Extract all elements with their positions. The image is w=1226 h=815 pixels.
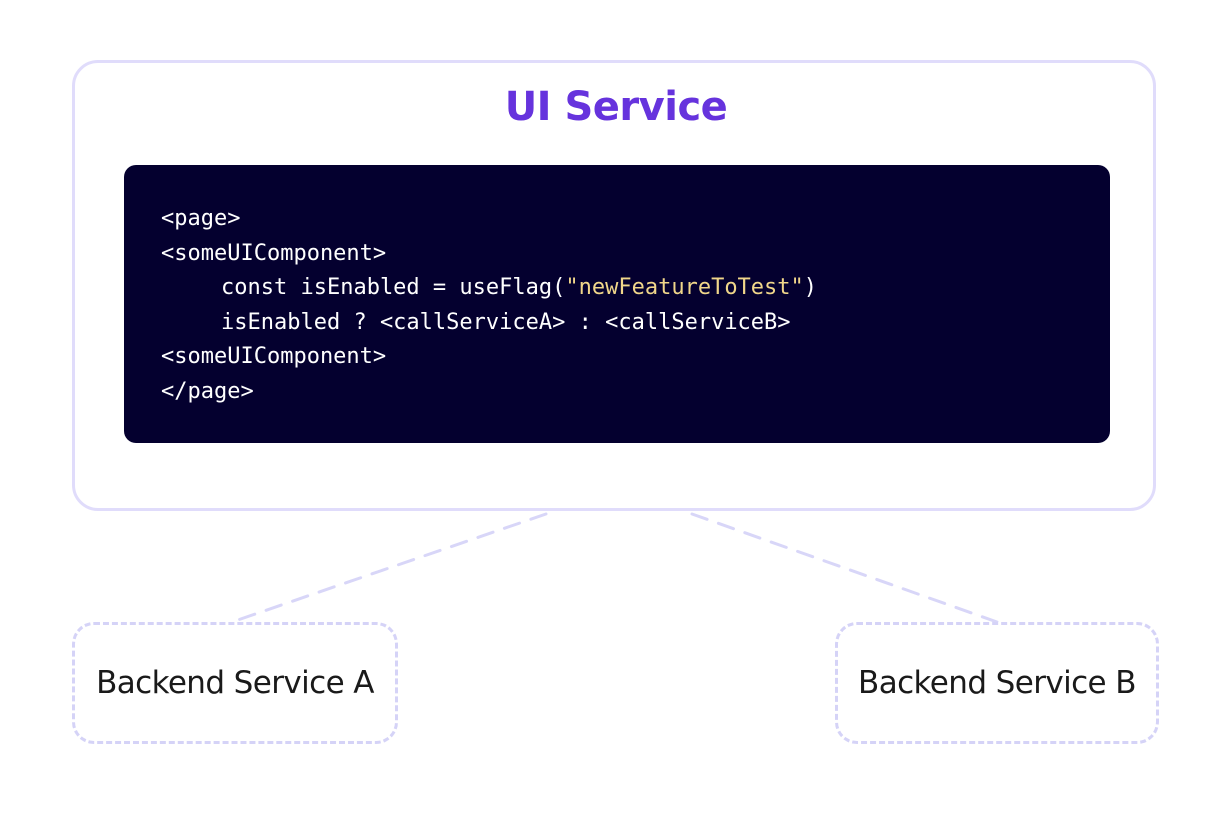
code-block: <page> <someUIComponent> const isEnabled…: [124, 165, 1110, 443]
code-line-page-close: </page>: [161, 378, 254, 404]
code-line-page-open: <page>: [161, 206, 241, 231]
code-use-flag-suffix: ): [803, 275, 818, 301]
code-line-use-flag: const isEnabled = useFlag("newFeatureToT…: [161, 271, 1110, 306]
code-use-flag-prefix: const isEnabled = useFlag(: [221, 275, 566, 301]
backend-service-b-box: Backend Service B: [835, 622, 1159, 744]
code-flag-name-string: "newFeatureToTest": [565, 275, 804, 301]
ui-service-title: UI Service: [504, 84, 728, 130]
code-line-component-close: <someUIComponent>: [161, 344, 387, 370]
code-line-component-open: <someUIComponent>: [161, 240, 387, 266]
backend-service-a-box: Backend Service A: [72, 622, 398, 744]
backend-service-b-label: Backend Service B: [858, 665, 1137, 701]
connector-to-backend-a: [230, 512, 548, 624]
connector-to-backend-b: [690, 512, 999, 624]
backend-service-a-label: Backend Service A: [96, 665, 374, 701]
code-line-conditional: isEnabled ? <callServiceA> : <callServic…: [221, 309, 791, 335]
